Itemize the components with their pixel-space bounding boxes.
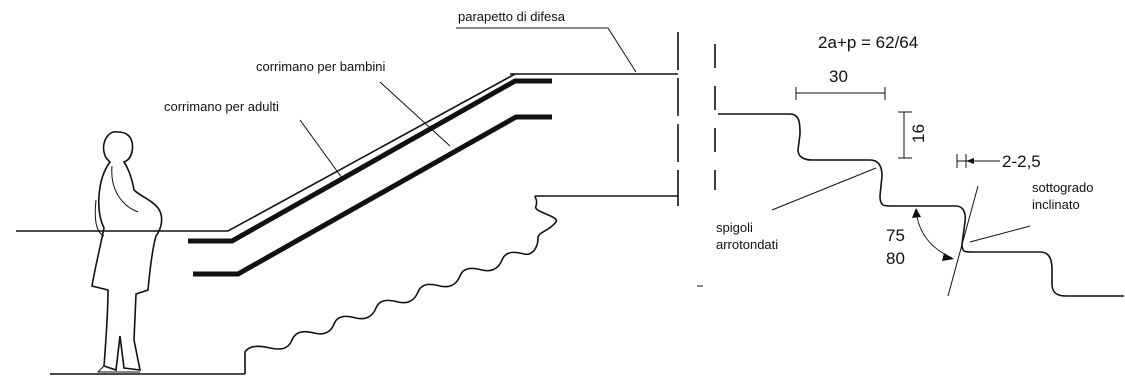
child-handrail-leader [379,81,451,147]
nosing-offset-label: 2-2,5 [1002,152,1041,171]
inclined-riser-guide [947,185,979,297]
person-figure [91,131,163,373]
rounded-edges-label-1: spigoli [716,220,753,235]
child-handrail-label: corrimano per bambini [256,59,385,74]
angle-label-2: 80 [886,249,905,268]
riser-dimension [898,111,912,159]
adult-handrail-leader [299,119,343,179]
rounded-edges-label-2: arrotondati [716,237,778,252]
angle-label-1: 75 [886,226,905,245]
parapet-label: parapetto di difesa [458,9,566,24]
inclined-riser-label-1: sottogrado [1032,180,1093,195]
nosing-offset-arrow [966,158,974,164]
riser-height-label: 16 [909,124,928,143]
step-profile [718,113,1124,297]
rounded-edges-leader [771,167,877,211]
inclined-riser-label-2: inclinato [1032,197,1080,212]
formula-label: 2a+p = 62/64 [818,33,918,52]
child-handrail [188,78,552,244]
stair-flight-profile [244,195,557,374]
angle-arc [915,209,953,259]
angle-arrow-top [912,208,921,218]
nosing-offset-marker [956,154,1000,168]
tread-dimension [795,87,886,100]
angle-arrow-bottom [942,253,954,261]
inclined-riser-leader [969,225,1031,243]
parapet-leader [456,27,637,73]
tread-depth-label: 30 [829,67,848,86]
adult-handrail-label: corrimano per adulti [164,99,279,114]
adult-handrail [193,114,552,277]
parapet-line [16,73,516,232]
